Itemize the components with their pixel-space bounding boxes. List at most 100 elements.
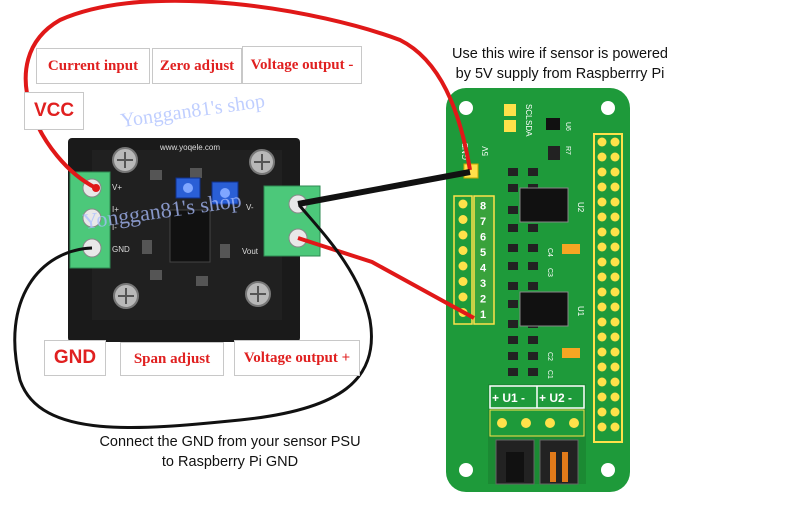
note-5v-wire: Use this wire if sensor is powered by 5V…	[420, 44, 700, 84]
gpio-pin	[597, 182, 607, 192]
module-pin-label: GND	[112, 245, 130, 254]
gpio-pin	[610, 377, 620, 387]
gpio-pin	[610, 392, 620, 402]
gpio-pin	[597, 347, 607, 357]
black-gnd-wire	[13, 205, 373, 430]
gpio-pin	[597, 287, 607, 297]
module-pin-label: Vout	[242, 247, 259, 256]
gpio-pin	[610, 257, 620, 267]
black-output-wire	[297, 169, 471, 207]
5v-pin-label: 5V	[481, 146, 490, 156]
smd-component	[528, 352, 538, 360]
u2-terminal-label: + U2 -	[539, 391, 572, 405]
label-current-input: Current input	[36, 48, 150, 84]
channel-number: 5	[480, 247, 486, 259]
scl-label: SCL	[524, 104, 533, 120]
gpio-pin	[597, 272, 607, 282]
gpio-pin	[610, 362, 620, 372]
gpio-pin	[597, 302, 607, 312]
gpio-pin	[597, 227, 607, 237]
smd-component	[528, 336, 538, 344]
channel-pad	[458, 199, 468, 209]
smd-component	[508, 368, 518, 376]
label-gnd: GND	[44, 340, 106, 376]
smd-component	[508, 262, 518, 270]
cap-label: C2	[546, 352, 553, 361]
note-gnd-line2: to Raspberry Pi GND	[161, 454, 299, 470]
module-site-text: www.yoqele.com	[159, 143, 220, 152]
u2-connector	[539, 439, 579, 485]
gpio-pin	[597, 242, 607, 252]
r7-label: R7	[564, 146, 571, 155]
screw-icon	[249, 149, 275, 175]
smd-component	[508, 224, 518, 232]
gpio-pin	[597, 392, 607, 402]
label-zero-adjust: Zero adjust	[152, 48, 242, 84]
screw-icon	[245, 281, 271, 307]
smd-component	[528, 168, 538, 176]
screw-icon	[113, 283, 139, 309]
gpio-pin	[610, 422, 620, 432]
channel-pad	[458, 277, 468, 286]
smd-component	[508, 206, 518, 214]
gpio-pin	[610, 197, 620, 207]
smd-component	[528, 282, 538, 290]
ic-u1	[519, 291, 569, 327]
u6-label: U6	[564, 122, 571, 131]
gpio-pin	[597, 257, 607, 267]
cap-label: C3	[546, 268, 553, 277]
channel-number: 7	[480, 216, 486, 228]
channel-pad	[458, 230, 468, 240]
note-5v-line2: by 5V supply from Raspberrry Pi	[455, 66, 665, 82]
u1-label: U1	[576, 306, 585, 317]
gpio-pin	[610, 152, 620, 162]
gpio-pin	[610, 407, 620, 417]
gpio-pin	[610, 212, 620, 222]
note-gnd: Connect the GND from your sensor PSU to …	[70, 432, 390, 472]
channel-pad	[458, 215, 468, 224]
label-voltage-output-neg: Voltage output -	[242, 46, 362, 84]
note-5v-line1: Use this wire if sensor is powered	[452, 46, 668, 62]
channel-number: 4	[480, 263, 487, 275]
gpio-pin	[597, 362, 607, 372]
gpio-pin	[610, 272, 620, 282]
gpio-pin	[597, 377, 607, 387]
gpio-pin	[597, 332, 607, 342]
channel-number: 8	[480, 201, 486, 213]
channel-number: 2	[480, 294, 486, 306]
smd-component	[508, 352, 518, 360]
note-gnd-line1: Connect the GND from your sensor PSU	[99, 434, 361, 450]
label-voltage-output-pos: Voltage output +	[234, 340, 360, 376]
module-pin-label: V+	[112, 183, 122, 192]
smd-component	[508, 168, 518, 176]
channel-pad	[458, 292, 468, 302]
smd-component	[528, 244, 538, 252]
gpio-pin	[597, 422, 607, 432]
module-pin-label: I+	[112, 205, 119, 214]
u1-terminal-label: + U1 -	[492, 391, 525, 405]
gpio-pin	[597, 167, 607, 177]
smd-component	[528, 262, 538, 270]
channel-pad-strip	[453, 195, 473, 325]
channel-pad	[458, 246, 468, 255]
smd-component	[508, 184, 518, 192]
gpio-header	[593, 133, 623, 443]
gpio-pin	[610, 347, 620, 357]
gpio-pin	[610, 182, 620, 192]
module-pin-label: V-	[246, 203, 254, 212]
channel-number: 1	[480, 309, 486, 321]
gpio-pin	[610, 287, 620, 297]
screw-icon	[112, 147, 138, 173]
gpio-pin	[597, 152, 607, 162]
red-output-wire	[297, 236, 475, 320]
gpio-pin	[610, 317, 620, 327]
label-span-adjust: Span adjust	[120, 342, 224, 376]
smd-component	[508, 300, 518, 308]
gpio-pin	[610, 332, 620, 342]
module-pin-label: I-	[112, 223, 117, 232]
ic-u2	[519, 187, 569, 223]
gpio-pin	[597, 197, 607, 207]
